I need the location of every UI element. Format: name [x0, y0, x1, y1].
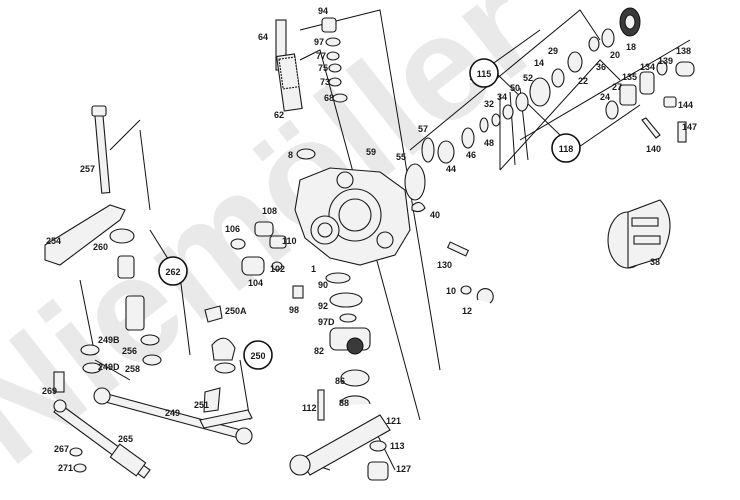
group-callout-250: 250	[243, 340, 273, 370]
label-147: 147	[682, 122, 697, 132]
group-callout-115: 115	[469, 58, 499, 88]
label-57: 57	[418, 124, 428, 134]
label-269: 269	[42, 386, 57, 396]
label-29: 29	[548, 46, 558, 56]
label-52: 52	[523, 73, 533, 83]
svg-text:250: 250	[250, 351, 265, 361]
label-112: 112	[302, 403, 317, 413]
label-249B: 249B	[98, 335, 120, 345]
label-27: 27	[612, 82, 622, 92]
label-251: 251	[194, 400, 209, 410]
label-18: 18	[626, 42, 636, 52]
svg-text:262: 262	[165, 267, 180, 277]
label-20: 20	[610, 50, 620, 60]
label-1: 1	[311, 264, 316, 274]
label-254: 254	[46, 236, 61, 246]
label-55: 55	[396, 152, 406, 162]
label-34: 34	[497, 92, 507, 102]
shaft-gear	[278, 56, 300, 90]
label-73: 73	[320, 77, 330, 87]
label-46: 46	[466, 150, 476, 160]
label-135: 135	[622, 72, 637, 82]
label-110: 110	[282, 236, 297, 246]
label-102: 102	[270, 264, 285, 274]
label-267: 267	[54, 444, 69, 454]
label-68: 68	[324, 93, 334, 103]
label-256: 256	[122, 346, 137, 356]
label-113: 113	[390, 441, 405, 451]
label-108: 108	[262, 206, 277, 216]
label-64: 64	[258, 32, 268, 42]
parts	[44, 7, 695, 481]
label-82: 82	[314, 346, 324, 356]
svg-text:115: 115	[477, 69, 492, 79]
label-98: 98	[289, 305, 299, 315]
svg-text:118: 118	[559, 144, 574, 154]
label-250A: 250A	[225, 306, 247, 316]
part-labels: 94 64 97 77 75 73 68 62 8 59 55 57 44 46…	[42, 6, 697, 474]
label-88: 88	[339, 398, 349, 408]
group-callout-118: 118	[551, 133, 581, 163]
label-8: 8	[288, 150, 293, 160]
label-90: 90	[318, 280, 328, 290]
label-97: 97	[314, 37, 324, 47]
label-48: 48	[484, 138, 494, 148]
label-249: 249	[165, 408, 180, 418]
leader-lines	[79, 9, 691, 471]
label-127: 127	[396, 464, 411, 474]
label-265: 265	[118, 434, 133, 444]
label-121: 121	[386, 416, 401, 426]
label-94: 94	[318, 6, 328, 16]
label-40: 40	[430, 210, 440, 220]
label-271: 271	[58, 463, 73, 473]
label-36: 36	[596, 62, 606, 72]
label-139: 139	[658, 56, 673, 66]
label-86: 86	[335, 376, 345, 386]
group-callout-262: 262	[158, 256, 188, 286]
label-59: 59	[366, 147, 376, 157]
label-77: 77	[316, 51, 326, 61]
label-75: 75	[318, 63, 328, 73]
label-24: 24	[600, 92, 610, 102]
label-38: 38	[650, 257, 660, 267]
label-22: 22	[578, 76, 588, 86]
label-144: 144	[678, 100, 693, 110]
label-14: 14	[534, 58, 544, 68]
label-32: 32	[484, 99, 494, 109]
label-134: 134	[640, 62, 655, 72]
label-138: 138	[676, 46, 691, 56]
label-97D: 97D	[318, 317, 335, 327]
label-12: 12	[462, 306, 472, 316]
label-249D: 249D	[98, 362, 120, 372]
label-62: 62	[274, 110, 284, 120]
label-130: 130	[437, 260, 452, 270]
label-10: 10	[446, 286, 456, 296]
label-258: 258	[125, 364, 140, 374]
label-257: 257	[80, 164, 95, 174]
label-104: 104	[248, 278, 263, 288]
label-44: 44	[446, 164, 456, 174]
label-260: 260	[93, 242, 108, 252]
label-92: 92	[318, 301, 328, 311]
label-106: 106	[225, 224, 240, 234]
label-50: 50	[510, 83, 520, 93]
label-140: 140	[646, 144, 661, 154]
